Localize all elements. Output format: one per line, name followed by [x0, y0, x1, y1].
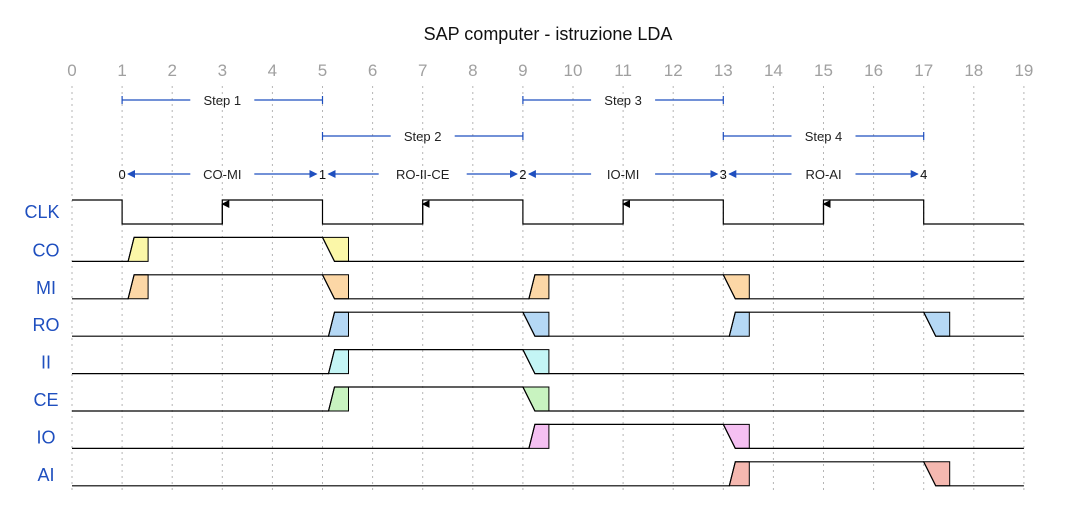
phase-index: 0 [118, 167, 125, 182]
clk-waveform [72, 199, 1024, 225]
tick-label: 16 [864, 61, 883, 80]
tick-label: 12 [664, 61, 683, 80]
tick-label: 17 [914, 61, 933, 80]
signal-waveform [72, 311, 1024, 337]
tick-label: 11 [614, 61, 632, 80]
diagram-title: SAP computer - istruzione LDA [424, 24, 673, 44]
waveforms [72, 199, 1024, 487]
tick-label: 19 [1014, 61, 1033, 80]
phase-label: IO-MI [607, 167, 640, 182]
signal-waveform [72, 461, 1024, 487]
tick-label: 0 [67, 61, 76, 80]
phase-label: RO-AI [805, 167, 841, 182]
signal-label: CE [33, 390, 58, 410]
step-brackets: Step 1 Step 2 Step 3 Step 4 [121, 93, 925, 144]
signal-label: AI [37, 465, 54, 485]
tick-label: 8 [468, 61, 477, 80]
step-label: Step 3 [604, 93, 642, 108]
tick-label: 2 [167, 61, 176, 80]
signal-labels: CLK CO MI RO II CE IO AI [24, 202, 59, 485]
tick-label: 1 [117, 61, 126, 80]
signal-waveform [72, 274, 1024, 300]
signal-transition [722, 274, 750, 300]
signal-label: IO [36, 427, 55, 447]
signal-label: MI [36, 278, 56, 298]
tick-label: 18 [964, 61, 983, 80]
signal-transition [522, 349, 550, 375]
phase-index: 1 [319, 167, 326, 182]
time-grid [71, 86, 1025, 492]
signal-waveform [72, 386, 1024, 412]
signal-transition [922, 311, 951, 337]
step-label: Step 1 [204, 93, 242, 108]
phase-index: 2 [519, 167, 526, 182]
tick-label: 13 [714, 61, 733, 80]
phase-label: RO-II-CE [396, 167, 450, 182]
tick-label: 10 [564, 61, 583, 80]
tick-label: 4 [268, 61, 277, 80]
signal-label: CO [33, 240, 60, 260]
step-label: Step 2 [404, 129, 442, 144]
step-label: Step 4 [805, 129, 843, 144]
phase-label: CO-MI [203, 167, 241, 182]
signal-transition [321, 236, 349, 262]
phase-arrows: CO-MI RO-II-CE IO-MI RO-AI 0 1 2 3 4 [118, 167, 927, 182]
tick-label: 15 [814, 61, 833, 80]
signal-transition [522, 386, 550, 412]
phase-index: 3 [720, 167, 727, 182]
signal-transition [321, 274, 349, 300]
signal-transition [722, 423, 750, 449]
signal-waveform [72, 236, 1024, 262]
phase-index: 4 [920, 167, 927, 182]
signal-waveform [72, 349, 1024, 375]
tick-label: 9 [518, 61, 527, 80]
tick-label: 5 [318, 61, 327, 80]
signal-transition [522, 311, 550, 337]
signal-transition [922, 461, 951, 487]
tick-label: 3 [218, 61, 227, 80]
tick-label: 6 [368, 61, 377, 80]
tick-label: 7 [418, 61, 427, 80]
tick-label: 14 [764, 61, 783, 80]
signal-label: RO [33, 315, 60, 335]
signal-label: II [41, 353, 51, 373]
signal-waveform [72, 423, 1024, 449]
signal-label: CLK [24, 202, 59, 222]
